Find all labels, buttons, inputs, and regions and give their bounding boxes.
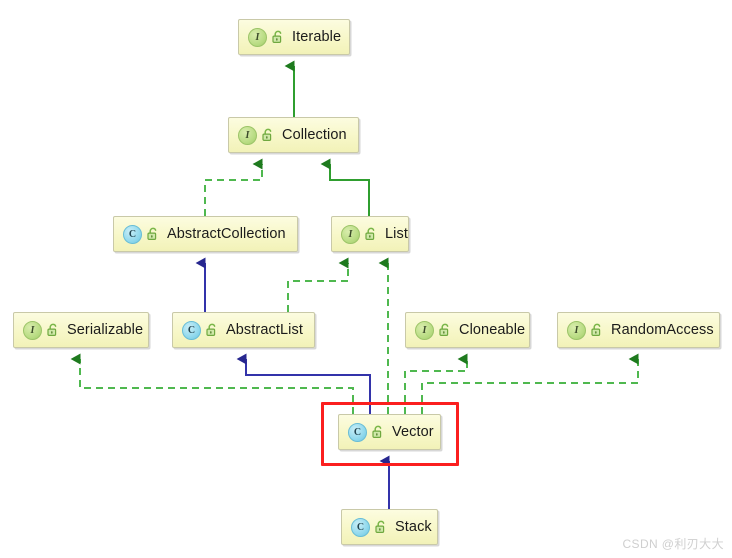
class-icon: C: [351, 517, 370, 537]
interface-icon: I: [23, 320, 42, 340]
uml-node-label: Iterable: [292, 28, 342, 45]
uml-node-label: AbstractCollection: [167, 225, 286, 242]
public-unlock-icon: [365, 227, 378, 241]
interface-icon: I: [248, 27, 267, 47]
selection-frame-vector[interactable]: [321, 402, 459, 466]
uml-node-vector[interactable]: C Vector: [338, 414, 441, 450]
edge-abstractcollection-implements-collection: [204, 158, 263, 216]
uml-node-label: Cloneable: [459, 321, 526, 338]
uml-node-randomaccess[interactable]: I RandomAccess: [557, 312, 720, 348]
interface-icon: I: [238, 125, 257, 145]
public-unlock-icon: [272, 30, 285, 44]
uml-node-stack[interactable]: C Stack: [341, 509, 438, 545]
public-unlock-icon: [375, 520, 388, 534]
edge-list-extends-collection: [320, 158, 370, 216]
uml-node-label: Collection: [282, 126, 347, 143]
uml-node-abstractlist[interactable]: C AbstractList: [172, 312, 315, 348]
uml-node-label: AbstractList: [226, 321, 303, 338]
uml-node-list[interactable]: I List: [331, 216, 409, 252]
interface-icon: I: [567, 320, 586, 340]
uml-node-serializable[interactable]: I Serializable: [13, 312, 149, 348]
public-unlock-icon: [439, 323, 452, 337]
uml-node-label: RandomAccess: [611, 321, 714, 338]
class-icon: C: [123, 224, 142, 244]
interface-icon: I: [341, 224, 360, 244]
uml-node-collection[interactable]: I Collection: [228, 117, 359, 153]
edge-abstractlist-implements-list: [287, 257, 349, 312]
edge-vector-implements-serializable: [70, 353, 354, 414]
public-unlock-icon: [591, 323, 604, 337]
watermark: CSDN @利刃大大: [622, 537, 724, 551]
uml-node-label: Stack: [395, 518, 432, 535]
class-icon: C: [182, 320, 201, 340]
public-unlock-icon: [372, 425, 385, 439]
class-icon: C: [348, 422, 367, 442]
uml-node-cloneable[interactable]: I Cloneable: [405, 312, 530, 348]
uml-node-label: List: [385, 225, 408, 242]
uml-node-label: Vector: [392, 423, 434, 440]
public-unlock-icon: [206, 323, 219, 337]
public-unlock-icon: [262, 128, 275, 142]
uml-node-abstractcollection[interactable]: C AbstractCollection: [113, 216, 298, 252]
uml-node-label: Serializable: [67, 321, 144, 338]
interface-icon: I: [415, 320, 434, 340]
public-unlock-icon: [47, 323, 60, 337]
public-unlock-icon: [147, 227, 160, 241]
uml-node-iterable[interactable]: I Iterable: [238, 19, 350, 55]
